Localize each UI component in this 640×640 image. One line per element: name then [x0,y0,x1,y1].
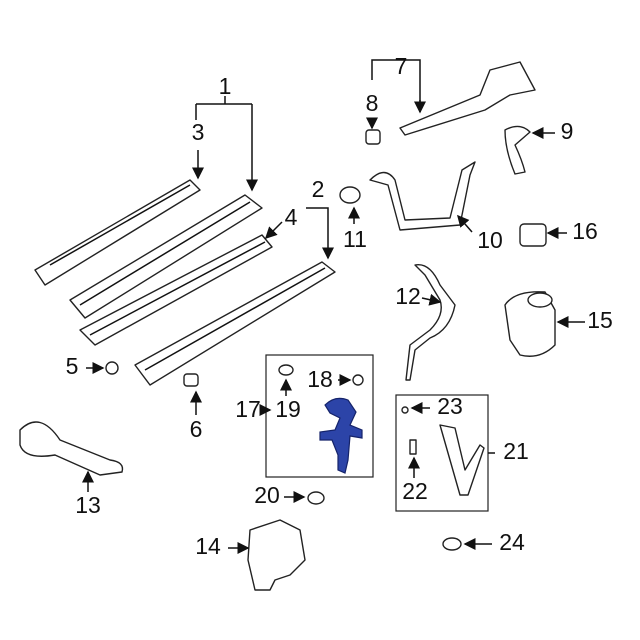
callout-5: 5 [66,353,79,379]
callout-18: 18 [307,366,333,392]
part-13-hose[interactable] [19,421,124,476]
part-12-hose[interactable] [405,263,456,381]
part-1-radiator[interactable] [69,194,263,319]
part-18-clamp[interactable] [352,374,364,386]
part-21-hose[interactable] [439,424,485,496]
part-19-oring[interactable] [278,364,294,376]
callout-19: 19 [275,396,301,422]
callout-7: 7 [395,53,408,79]
part-2-condenser[interactable] [134,261,336,386]
part-11-clamp[interactable] [339,186,361,204]
part-5-clip[interactable] [105,361,119,375]
callout-12: 12 [395,283,421,309]
callout-22: 22 [402,478,428,504]
callout-4: 4 [285,204,298,230]
part-22-bolt[interactable] [409,439,417,455]
callout-10: 10 [477,227,503,253]
callout-23: 23 [437,393,463,419]
callout-15: 15 [587,307,613,333]
callout-9: 9 [561,118,574,144]
callout-2: 2 [312,176,325,202]
callout-13: 13 [75,492,101,518]
callout-20: 20 [254,482,280,508]
callout-11: 11 [343,226,367,252]
part-3-bracket[interactable] [34,179,201,286]
part-6-clip[interactable] [183,373,199,387]
part-8-connector[interactable] [365,129,381,145]
part-15-reservoir[interactable] [504,291,556,357]
part-10-hose[interactable] [369,161,476,231]
kit-17-box [265,354,374,478]
callout-14: 14 [195,533,221,559]
part-16-cap[interactable] [519,223,547,247]
part-4-cooler[interactable] [79,234,273,346]
part-20-clamp[interactable] [307,491,325,505]
callout-8: 8 [366,90,379,116]
part-23-bolt[interactable] [401,406,409,414]
callout-1: 1 [219,73,232,99]
part-7-pipe[interactable] [399,61,536,136]
part-14-pump[interactable] [247,519,306,591]
callout-24: 24 [499,529,525,555]
callout-16: 16 [572,218,598,244]
callout-6: 6 [190,416,203,442]
part-17-hose-highlighted[interactable] [319,397,363,474]
callout-21: 21 [503,438,529,464]
callout-17: 17 [235,396,261,422]
part-9-hose[interactable] [504,125,531,175]
part-24-clamp[interactable] [442,537,462,551]
callout-3: 3 [192,119,205,145]
